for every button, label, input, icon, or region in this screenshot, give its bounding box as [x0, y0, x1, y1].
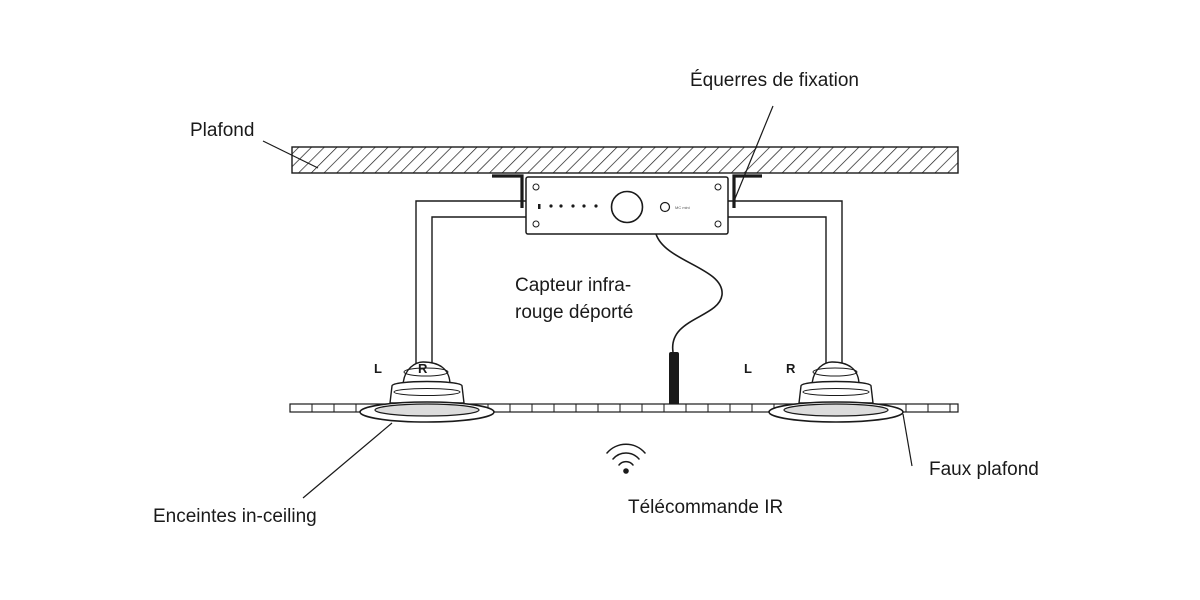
leader-lines	[262, 105, 913, 499]
label-ir-sensor-line2: rouge déporté	[515, 302, 633, 323]
speaker-right-l-label: L	[744, 361, 752, 376]
speaker-right-r-label: R	[786, 361, 796, 376]
amplifier-unit: MC mini	[525, 176, 729, 235]
wifi-icon	[606, 443, 646, 474]
speaker-cables	[415, 200, 843, 366]
speaker-right	[768, 361, 904, 423]
label-brackets: Équerres de fixation	[690, 70, 859, 91]
speaker-left-r-label: R	[418, 361, 428, 376]
ir-sensor-cable	[655, 233, 723, 353]
amplifier-buttons	[538, 204, 598, 209]
amplifier-model-label: MC mini	[675, 205, 690, 210]
volume-knob	[610, 190, 644, 224]
ir-receiver-window	[659, 201, 671, 213]
speaker-left	[359, 361, 495, 423]
label-ceiling: Plafond	[190, 120, 254, 141]
speaker-left-l-label: L	[374, 361, 382, 376]
mounting-bracket-right	[732, 174, 762, 208]
mounting-bracket-left	[492, 174, 524, 208]
label-speakers: Enceintes in-ceiling	[153, 506, 317, 527]
ir-sensor-probe	[669, 352, 679, 412]
ceiling-slab	[291, 146, 959, 174]
label-false-ceiling: Faux plafond	[929, 459, 1039, 480]
label-ir-sensor-line1: Capteur infra-	[515, 275, 631, 296]
label-remote: Télécommande IR	[628, 497, 783, 518]
amplifier-screws	[532, 183, 722, 228]
